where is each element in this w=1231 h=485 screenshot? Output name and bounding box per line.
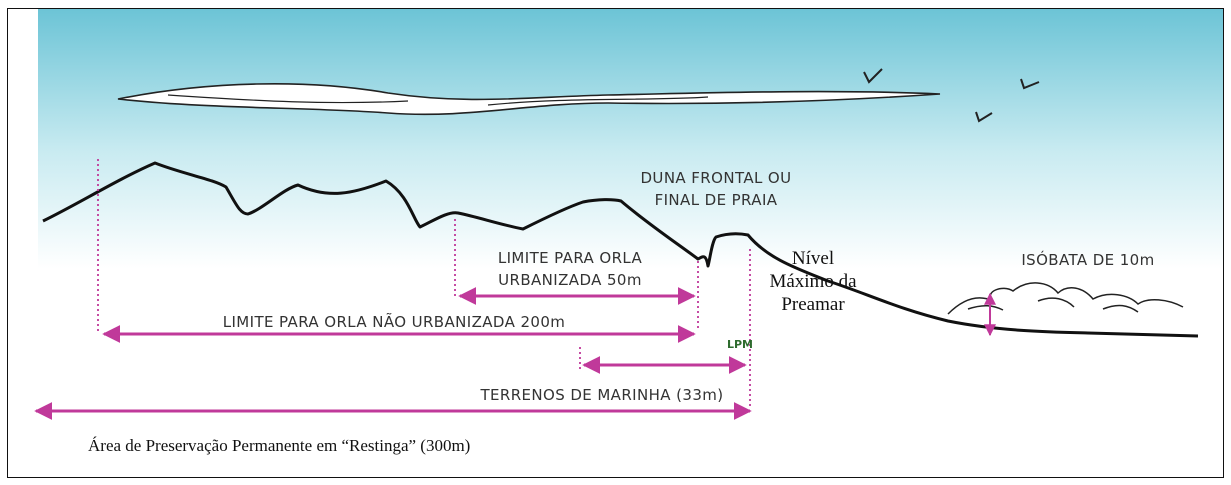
- lpm-label: LPM: [727, 338, 753, 351]
- duna-label-line1: DUNA FRONTAL OU: [640, 169, 791, 187]
- sky-background: [38, 9, 1223, 269]
- isobata-label: ISÓBATA DE 10m: [1021, 250, 1154, 269]
- nivel-label-line2: Máximo da: [769, 271, 857, 292]
- nivel-label-line3: Preamar: [781, 294, 845, 315]
- waves-illustration: [947, 282, 1184, 315]
- limite-50m-label-line1: LIMITE PARA ORLA: [498, 249, 643, 267]
- diagram-frame: DUNA FRONTAL OU FINAL DE PRAIA LIMITE PA…: [7, 8, 1224, 478]
- limite-200m-label: LIMITE PARA ORLA NÃO URBANIZADA 200m: [223, 312, 566, 331]
- terrain-profile-line: [42, 161, 1199, 338]
- app-restinga-label: Área de Preservação Permanente em “Resti…: [88, 436, 470, 455]
- nivel-label-line1: Nível: [792, 248, 834, 269]
- cloud-illustration: [117, 83, 941, 116]
- limite-50m-label-line2: URBANIZADA 50m: [498, 271, 642, 289]
- duna-label-line2: FINAL DE PRAIA: [655, 191, 778, 209]
- birds-illustration: [863, 68, 1040, 123]
- coastal-profile-diagram: DUNA FRONTAL OU FINAL DE PRAIA LIMITE PA…: [34, 9, 1223, 455]
- terrenos-marinha-label: TERRENOS DE MARINHA (33m): [479, 386, 723, 404]
